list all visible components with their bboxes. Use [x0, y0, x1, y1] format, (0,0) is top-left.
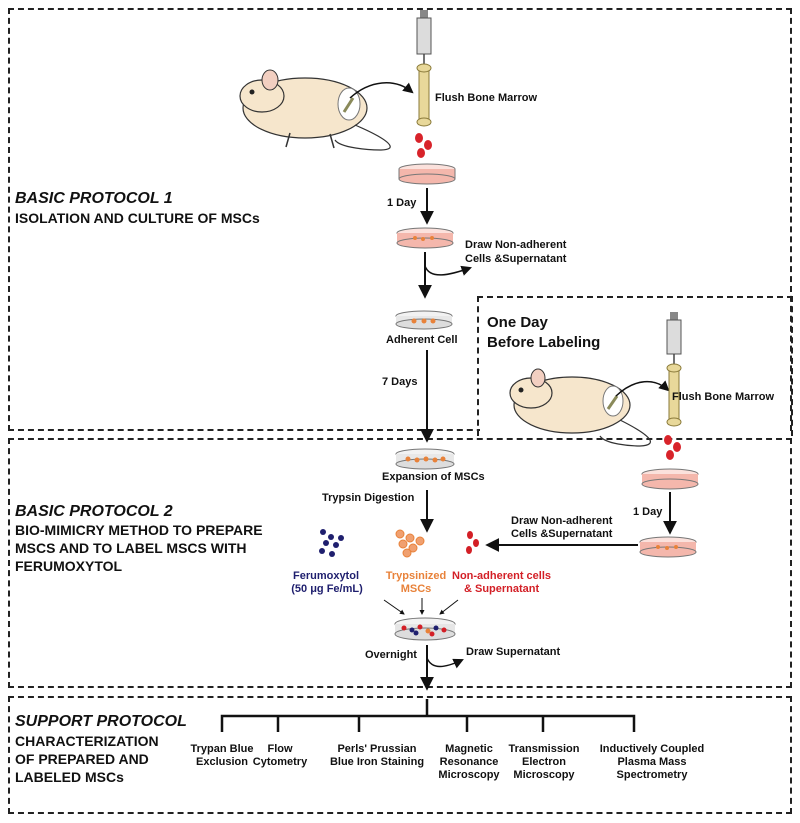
side-dish-2-icon	[639, 536, 697, 558]
basic-protocol-2-subtitle-2: MSCS AND TO LABEL MSCS WITH	[15, 540, 247, 556]
trypsinized-label-2: MSCs	[400, 583, 432, 595]
basic-protocol-2-subtitle-1: BIO-MIMICRY METHOD TO PREPARE	[15, 522, 263, 538]
support-protocol-box	[8, 696, 792, 814]
ferumoxytol-label-2: (50 μg Fe/mL)	[291, 583, 363, 595]
basic-protocol-1-box	[8, 8, 792, 431]
bone-marrow-drops-2-icon	[664, 435, 681, 460]
side-dish-1-icon	[641, 468, 699, 490]
draw-nonadherent-label-2: Cells &Supernatant	[465, 253, 567, 265]
basic-protocol-1-subtitle: ISOLATION AND CULTURE OF MSCs	[15, 210, 260, 226]
syringe-2-icon	[666, 312, 682, 366]
trypsinized-msc-icon	[395, 529, 425, 558]
seven-days-label: 7 Days	[382, 376, 418, 388]
trypsin-digestion-label: Trypsin Digestion	[322, 492, 415, 504]
petri-dish-2-icon	[396, 227, 454, 249]
labeling-dish-icon	[394, 617, 456, 641]
adherent-cell-label: Adherent Cell	[386, 334, 458, 346]
side-one-day-label: 1 Day	[633, 506, 663, 518]
basic-protocol-2-subtitle-3: FERUMOXYTOL	[15, 558, 123, 574]
flush-bone-marrow-label: Flush Bone Marrow	[435, 92, 538, 104]
expansion-label: Expansion of MSCs	[382, 471, 485, 483]
side-draw-nonadherent-2: Cells &Supernatant	[511, 528, 613, 540]
one-day-label: 1 Day	[387, 197, 417, 209]
ferumoxytol-particles-icon	[319, 529, 344, 557]
basic-protocol-1-title: BASIC PROTOCOL 1	[15, 190, 173, 207]
draw-nonadherent-label-1: Draw Non-adherent	[465, 239, 567, 251]
side-draw-nonadherent-1: Draw Non-adherent	[511, 515, 613, 527]
basic-protocol-2-title: BASIC PROTOCOL 2	[15, 503, 173, 520]
mouse-2-icon	[509, 368, 651, 447]
side-panel-title-1: One Day	[487, 314, 548, 331]
basic-protocol-2-box	[8, 438, 792, 688]
support-protocol-subtitle-1: CHARACTERIZATION	[15, 733, 159, 749]
side-flush-label: Flush Bone Marrow	[672, 391, 775, 403]
bone-icon	[416, 63, 432, 127]
support-protocol-subtitle-3: LABELED MSCs	[15, 769, 124, 785]
nonadherent-cells-icon	[466, 531, 479, 554]
syringe-icon	[416, 10, 432, 66]
draw-supernatant-label: Draw Supernatant	[466, 646, 561, 658]
bone-marrow-drops-icon	[415, 133, 432, 158]
petri-dish-4-icon	[395, 448, 455, 470]
mouse-icon	[239, 69, 391, 151]
one-day-before-box	[477, 296, 793, 436]
nonadherent-label-2: & Supernatant	[464, 583, 540, 595]
trypsinized-label-1: Trypsinized	[385, 570, 447, 582]
side-panel-title-2: Before Labeling	[487, 334, 601, 351]
petri-dish-3-icon	[395, 310, 453, 330]
support-protocol-title: SUPPORT PROTOCOL	[15, 713, 187, 730]
support-protocol-subtitle-2: OF PREPARED AND	[15, 751, 149, 767]
overnight-label: Overnight	[365, 649, 417, 661]
nonadherent-label-1: Non-adherent cells	[452, 570, 552, 582]
bone-2-icon	[666, 363, 682, 427]
petri-dish-1-icon	[398, 163, 456, 185]
assay-bracket	[220, 699, 636, 732]
ferumoxytol-label-1: Ferumoxytol	[292, 570, 359, 582]
